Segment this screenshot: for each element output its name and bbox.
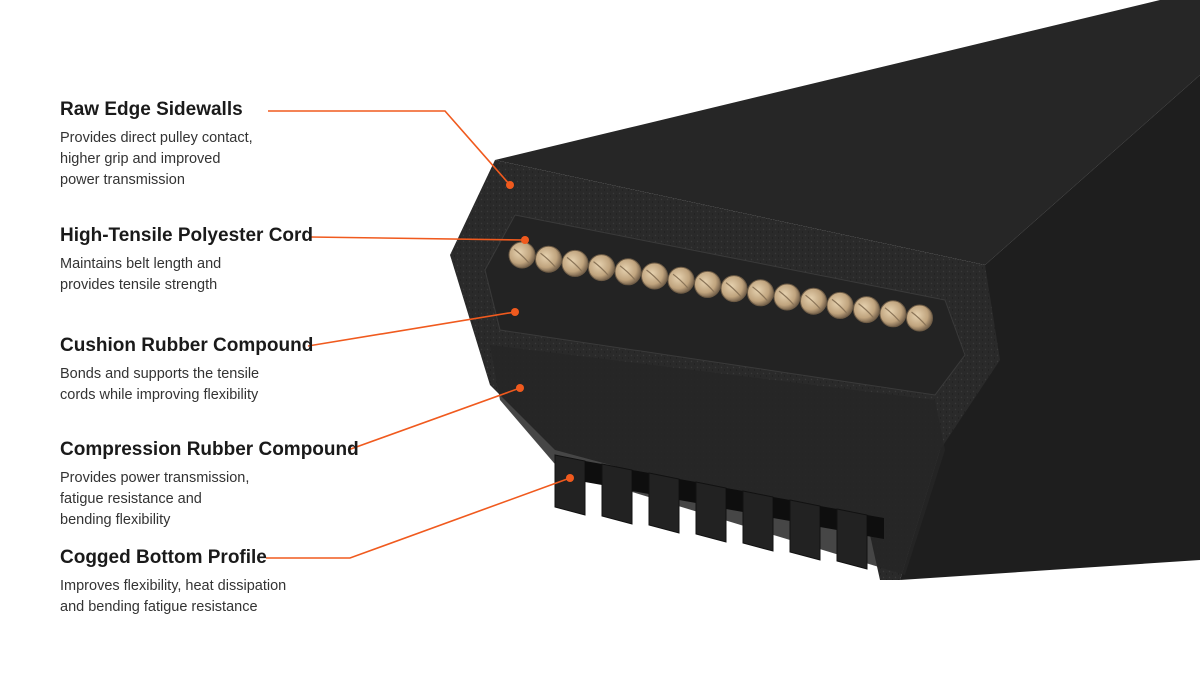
desc-line: Maintains belt length and <box>60 256 222 272</box>
desc-line: provides tensile strength <box>60 277 218 293</box>
label-title: High-Tensile Polyester Cord <box>60 225 314 246</box>
label-compression-rubber-compound: Compression Rubber Compound Provides pow… <box>60 438 420 531</box>
leader-dot-polyester-cord <box>521 236 529 244</box>
cog-tooth <box>695 481 727 543</box>
cord-strand-twist <box>831 298 848 314</box>
leader-line-compression-rubber <box>347 387 521 451</box>
label-high-tensile-polyester-cord: High-Tensile Polyester Cord Maintains be… <box>60 224 420 296</box>
desc-line: Bonds and supports the tensile <box>60 366 260 382</box>
cog-tooth <box>742 490 774 552</box>
leader-dot-cogged-profile <box>566 474 574 482</box>
cord-strand-twist <box>805 294 821 310</box>
cord-strand-twist <box>778 290 795 306</box>
cog-tooth <box>789 499 821 561</box>
leader-line-cogged-profile <box>266 477 571 559</box>
cog-tooth <box>601 463 633 525</box>
leader-dot-cushion-rubber <box>511 308 519 316</box>
cog-gap <box>773 497 790 521</box>
cord-strand-twist <box>540 252 556 268</box>
desc-line: Improves flexibility, heat dissipation <box>60 578 287 594</box>
desc-line: higher grip and improved <box>60 151 221 167</box>
cord-strand-twist <box>911 311 927 327</box>
label-title: Raw Edge Sidewalls <box>60 99 243 120</box>
cogged-bottom-teeth <box>554 454 884 570</box>
desc-line: power transmission <box>60 172 185 188</box>
cog-gap <box>820 506 837 530</box>
leader-line-polyester-cord <box>309 236 526 241</box>
cord-strand-twist <box>646 269 662 285</box>
label-title: Compression Rubber Compound <box>60 439 359 460</box>
label-description: Provides direct pulley contact, higher g… <box>60 128 420 191</box>
cord-strand-twist <box>619 265 636 281</box>
label-description: Improves flexibility, heat dissipation a… <box>60 576 420 618</box>
leader-dot-raw-edge-sidewalls <box>506 181 514 189</box>
belt-right-side <box>900 75 1200 580</box>
cog-tooth <box>836 508 868 570</box>
cord-strand-twist <box>593 261 609 276</box>
cord-strand-twist <box>884 307 901 323</box>
desc-line: cords while improving flexibility <box>60 387 259 403</box>
cord-strand-twist <box>725 282 742 297</box>
desc-line: fatigue resistance and <box>60 491 202 507</box>
leader-dot-compression-rubber <box>516 384 524 392</box>
label-title: Cogged Bottom Profile <box>60 547 267 568</box>
desc-line: bending flexibility <box>60 512 171 528</box>
desc-line: Provides direct pulley contact, <box>60 130 253 146</box>
cord-strand-twist <box>566 256 583 272</box>
label-raw-edge-sidewalls: Raw Edge Sidewalls Provides direct pulle… <box>60 98 420 191</box>
label-description: Provides power transmission, fatigue res… <box>60 468 420 531</box>
leader-line-cushion-rubber <box>307 311 516 347</box>
polyester-cords <box>508 241 933 332</box>
label-cushion-rubber-compound: Cushion Rubber Compound Bonds and suppor… <box>60 334 420 406</box>
label-description: Maintains belt length and provides tensi… <box>60 254 420 296</box>
cog-gap <box>632 470 649 494</box>
belt-body <box>450 0 1200 580</box>
cog-gap <box>585 461 602 485</box>
desc-line: and bending fatigue resistance <box>60 599 258 615</box>
belt-top-surface <box>495 0 1200 265</box>
leader-line-raw-edge-sidewalls <box>268 110 511 186</box>
cord-strand-twist <box>858 303 874 318</box>
cog-gap <box>679 479 696 503</box>
desc-line: Provides power transmission, <box>60 470 250 486</box>
leader-lines <box>266 110 574 559</box>
label-cogged-bottom-profile: Cogged Bottom Profile Improves flexibili… <box>60 546 420 618</box>
label-title: Cushion Rubber Compound <box>60 335 314 356</box>
cog-tooth <box>554 454 586 516</box>
cord-strand-twist <box>752 286 768 302</box>
cord-strand-twist <box>672 273 689 289</box>
cog-gap <box>867 515 884 539</box>
label-description: Bonds and supports the tensile cords whi… <box>60 364 420 406</box>
cord-strand-twist <box>513 248 530 264</box>
cord-strand-twist <box>699 277 715 293</box>
cog-gap <box>726 488 743 512</box>
cog-tooth <box>648 472 680 534</box>
